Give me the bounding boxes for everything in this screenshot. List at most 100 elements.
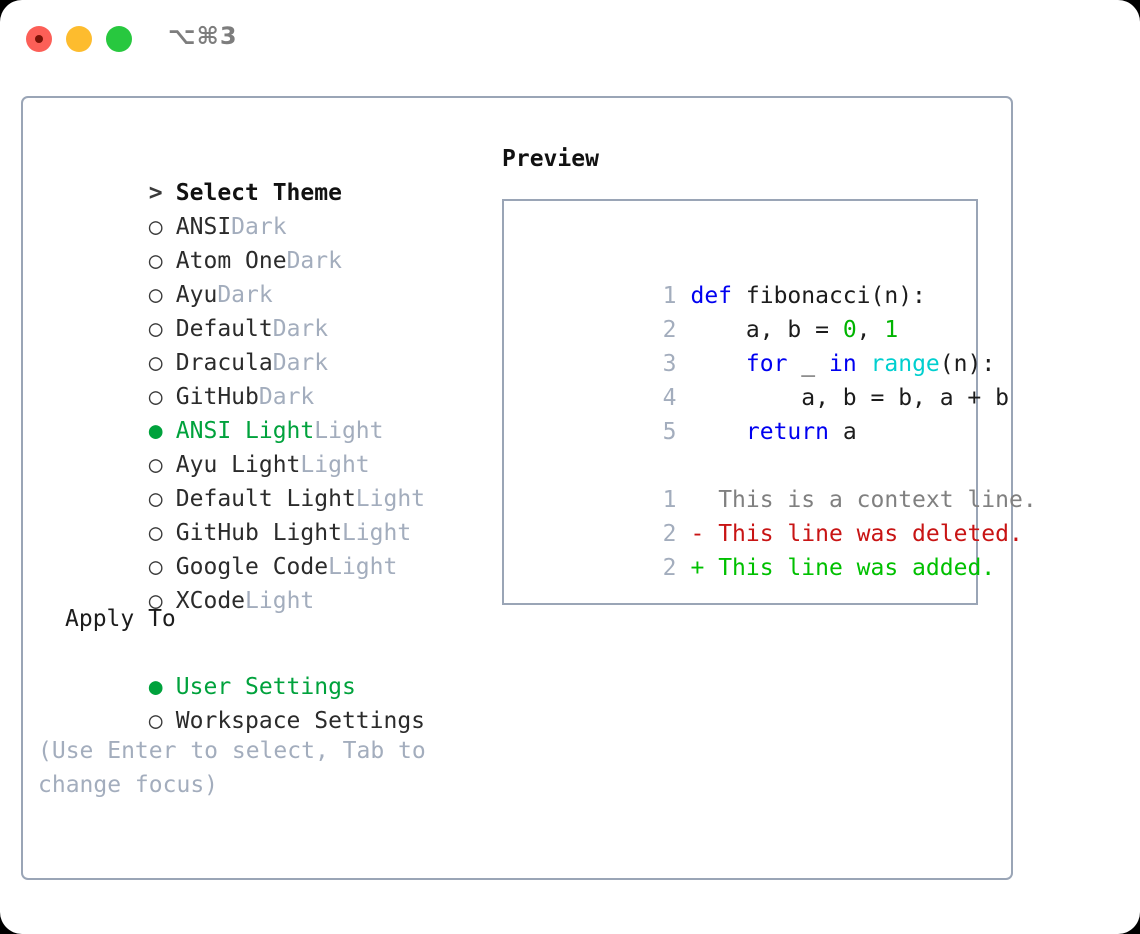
code-token-keyword: for	[745, 351, 788, 377]
code-token-text: a, b = b, a + b	[690, 385, 1009, 411]
diff-sign	[690, 487, 704, 513]
radio-selected-icon[interactable]: ●	[148, 674, 163, 700]
theme-variant: Dark	[286, 248, 342, 274]
theme-option-github-dark[interactable]: ○ GitHubDark	[38, 346, 468, 410]
cursor-arrow-icon: >	[148, 180, 163, 206]
code-token-number: 1	[884, 317, 899, 343]
theme-label: ANSI	[175, 214, 232, 240]
radio-unselected-icon[interactable]: ○	[148, 214, 163, 240]
radio-unselected-icon[interactable]: ○	[148, 282, 163, 308]
theme-selector-column: >Select Theme ○ANSIDark ○Atom OneDark ○A…	[38, 142, 468, 802]
line-number: 2	[662, 317, 677, 343]
diff-line-deleted: 2- This line was deleted.	[504, 483, 1023, 547]
code-token-text: a	[828, 419, 857, 445]
radio-unselected-icon[interactable]: ○	[148, 708, 163, 734]
theme-variant: Dark	[231, 214, 287, 240]
theme-variant: Dark	[272, 316, 329, 342]
apply-to-heading: Apply To	[65, 606, 176, 632]
select-theme-heading: > Select Theme	[38, 142, 468, 206]
code-line: 3 for _ in range(n):	[504, 313, 996, 377]
code-token-text: (n):	[939, 351, 996, 377]
preview-heading: Preview	[502, 146, 599, 172]
theme-option-github-light[interactable]: ○ GitHub LightLight	[38, 482, 468, 546]
diff-text: This is a context line.	[704, 487, 1037, 513]
apply-to-label: Workspace Settings	[175, 708, 426, 734]
code-token-text	[690, 419, 745, 445]
theme-label: Atom One	[175, 248, 287, 274]
theme-option-ayu-dark[interactable]: ○AyuDark	[38, 244, 468, 308]
theme-option-dracula-dark[interactable]: ○ Dracula Dark	[38, 312, 468, 376]
code-token-text: a, b =	[690, 317, 843, 343]
diff-line-added: 2 + This line was added.	[504, 517, 996, 581]
code-preview-box: 1 def fibonacci(n): 2 a, b = 0, 1 3 for _…	[502, 199, 1037, 605]
close-button[interactable]	[26, 26, 52, 52]
theme-label: GitHub	[175, 384, 259, 410]
code-token-number: 0	[842, 317, 857, 343]
theme-variant: Dark	[217, 282, 273, 308]
theme-option-xcode[interactable]: ○XCodeLight	[38, 550, 468, 614]
theme-variant: Light	[328, 554, 398, 580]
select-theme-heading-label: Select Theme	[175, 180, 342, 206]
theme-label: Dracula	[175, 350, 273, 376]
theme-label: Default Light	[175, 486, 356, 512]
code-token-text	[690, 351, 745, 377]
diff-sign: -	[690, 521, 705, 547]
theme-label: GitHub Light	[175, 520, 342, 546]
theme-variant: Light	[300, 452, 370, 478]
code-token-function: range	[870, 351, 940, 377]
line-number: 1	[662, 283, 677, 309]
theme-label: Google Code	[175, 554, 329, 580]
code-line: 2 a, b = 0, 1	[504, 279, 976, 343]
code-token-text: ,	[856, 317, 885, 343]
radio-unselected-icon[interactable]: ○	[148, 248, 163, 274]
preview-column: Preview 1 def fibonacci(n): 2 a, b = 0, 1…	[502, 142, 1037, 605]
radio-unselected-icon[interactable]: ○	[148, 384, 163, 410]
theme-option-ansi-dark[interactable]: ○ ANSIDark	[38, 176, 468, 240]
line-number: 4	[662, 385, 677, 411]
code-token-keyword: def	[690, 283, 733, 309]
diff-sign: +	[690, 555, 705, 581]
radio-unselected-icon[interactable]: ○	[148, 588, 163, 614]
diff-line-context: 1 This is a context line.	[504, 449, 1037, 513]
title-bar: ⌥⌘3	[0, 0, 1140, 78]
radio-unselected-icon[interactable]: ○	[148, 520, 163, 546]
radio-selected-icon[interactable]: ●	[148, 418, 163, 444]
theme-option-ansi-light[interactable]: ● ANSI LightLight	[38, 380, 468, 444]
line-number: 1	[662, 487, 677, 513]
main-panel: >Select Theme ○ANSIDark ○Atom OneDark ○A…	[21, 96, 1037, 880]
radio-unselected-icon[interactable]: ○	[148, 452, 163, 478]
code-line: 1 def fibonacci(n):	[504, 245, 976, 309]
theme-label: Ayu	[175, 282, 218, 308]
theme-option-google-code[interactable]: ○Google CodeLight	[38, 516, 468, 580]
zoom-button[interactable]	[106, 26, 132, 52]
code-token-text: fibonacci(n):	[732, 283, 926, 309]
apply-to-option-user-settings[interactable]: ●User Settings	[38, 636, 468, 700]
radio-unselected-icon[interactable]: ○	[148, 554, 163, 580]
keyboard-shortcut-label: ⌥⌘3	[168, 22, 238, 50]
theme-variant: Dark	[258, 384, 315, 410]
line-number: 2	[662, 555, 677, 581]
code-token-keyword: return	[745, 419, 829, 445]
diff-text: This line was added.	[704, 555, 996, 581]
code-line: 4 a, b = b, a + b	[504, 347, 1009, 411]
keyboard-hint-text: (Use Enter to select, Tab to change focu…	[38, 738, 426, 798]
radio-unselected-icon[interactable]: ○	[148, 316, 163, 342]
theme-option-ayu-light[interactable]: ○Ayu LightLight	[38, 414, 468, 478]
code-token-text: _	[787, 351, 829, 377]
minimize-button[interactable]	[66, 26, 92, 52]
line-number: 2	[662, 521, 677, 547]
apply-to-option-workspace-settings[interactable]: ○ Workspace Settings	[38, 670, 468, 734]
line-number: 3	[662, 351, 677, 377]
theme-variant: Light	[314, 418, 384, 444]
theme-option-default-dark[interactable]: ○DefaultDark	[38, 278, 468, 342]
diff-text: This line was deleted.	[704, 521, 1023, 547]
theme-variant: Light	[341, 520, 412, 546]
radio-unselected-icon[interactable]: ○	[148, 350, 163, 376]
theme-option-atom-one-dark[interactable]: ○Atom OneDark	[38, 210, 468, 274]
code-token-text	[857, 351, 871, 377]
line-number: 5	[662, 419, 677, 445]
theme-option-default-light[interactable]: ○ Default Light Light	[38, 448, 468, 512]
radio-unselected-icon[interactable]: ○	[148, 486, 163, 512]
theme-label: ANSI Light	[175, 418, 315, 444]
